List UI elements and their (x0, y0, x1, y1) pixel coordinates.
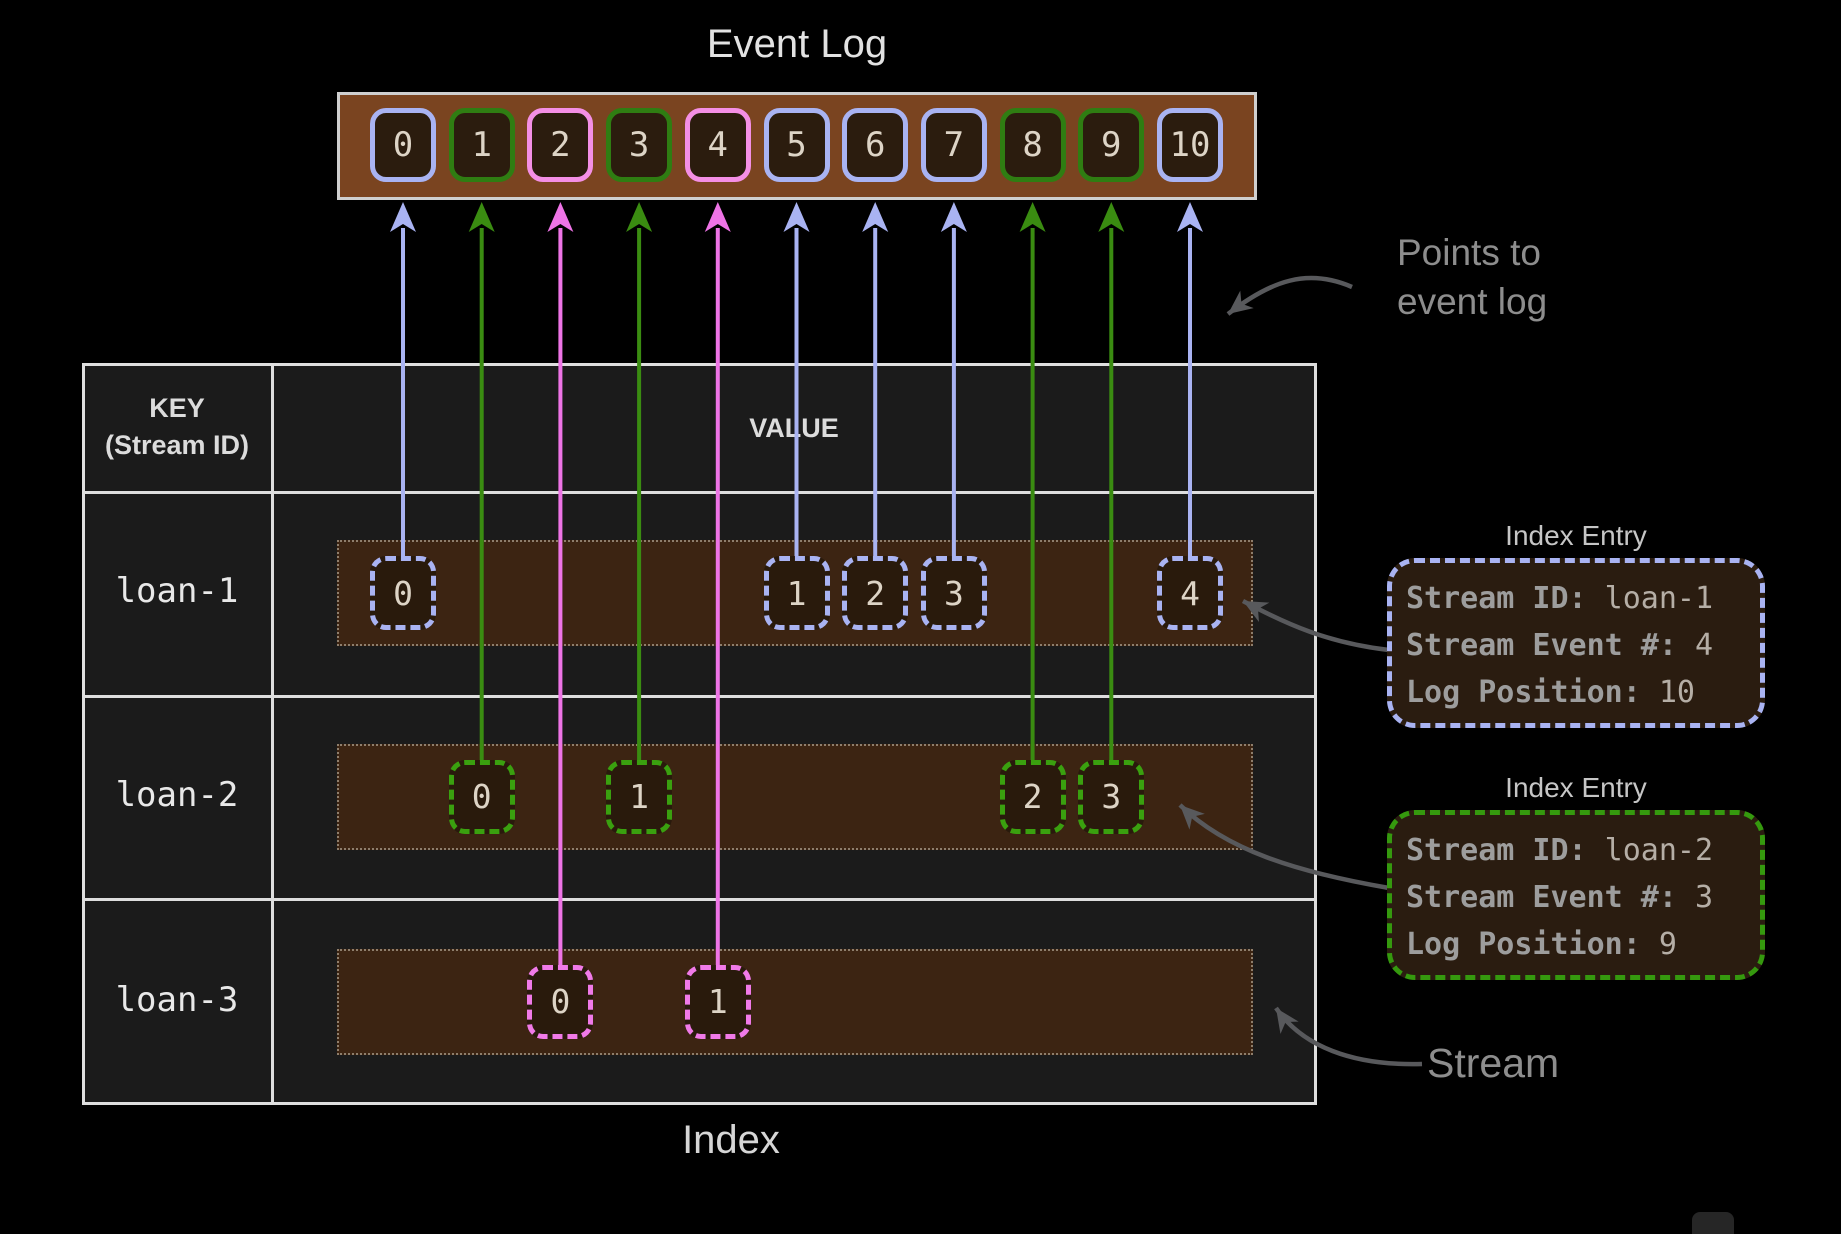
entry-field-value: 9 (1640, 927, 1677, 962)
index-cell-loan-2-3: 3 (1078, 759, 1145, 834)
index-entry-1-title: Index Entry (1505, 520, 1647, 551)
index-cell-loan-1-1: 1 (763, 556, 830, 630)
event-log-cell-value: 1 (471, 125, 492, 165)
entry-field-label: Stream Event #: (1406, 880, 1677, 915)
entry-field: Stream Event #: 4 (1406, 622, 1760, 669)
pointer-arrowhead (547, 202, 574, 232)
index-cell-loan-1-2: 2 (842, 556, 909, 630)
pointer-arrowhead (783, 202, 810, 232)
cut-off-corner-icon (1692, 1212, 1734, 1234)
entry-field: Stream Event #: 3 (1406, 874, 1760, 921)
table-row-divider (82, 695, 1317, 698)
row-key-loan-2: loan-2 (115, 774, 239, 815)
event-log-cell-value: 8 (1022, 125, 1043, 165)
index-cell-value: 1 (707, 982, 728, 1021)
event-log-cell-value: 0 (392, 125, 414, 165)
event-log-cell: 8 (999, 108, 1066, 182)
pointer-arrowhead (626, 202, 653, 232)
entry-field-value: 10 (1640, 675, 1695, 710)
pointer-arrowhead (390, 202, 416, 232)
index-cell-value: 0 (393, 573, 413, 613)
entry-field: Log Position: 9 (1406, 921, 1760, 968)
event-log-cell-value: 9 (1101, 125, 1122, 165)
event-log-cell: 2 (527, 108, 594, 182)
pointer-arrowhead (1019, 202, 1046, 232)
index-caption: Index (682, 1118, 780, 1162)
entry-field: Stream ID: loan-1 (1406, 575, 1760, 622)
event-log-cell: 4 (684, 108, 751, 182)
index-cell-loan-1-3: 3 (920, 556, 987, 630)
index-cell-value: 3 (1101, 777, 1122, 816)
event-log-cell: 3 (606, 108, 673, 182)
pointer-arrowhead (862, 202, 889, 232)
index-cell-value: 1 (629, 777, 650, 816)
table-row-divider (82, 898, 1317, 901)
entry-field: Log Position: 10 (1406, 669, 1760, 716)
index-cell-loan-2-0: 0 (448, 759, 515, 834)
index-cell-value: 2 (865, 573, 886, 613)
points-to-line1: Points to (1397, 232, 1541, 273)
index-cell-loan-3-1: 1 (684, 964, 751, 1039)
event-log-cell-value: 5 (786, 125, 807, 165)
stream-bar-loan-3 (337, 948, 1253, 1055)
entry-field-label: Log Position: (1406, 675, 1641, 710)
index-cell-value: 2 (1022, 777, 1043, 816)
entry-field-label: Stream ID: (1406, 581, 1587, 616)
stream-label: Stream (1427, 1040, 1560, 1086)
event-log-cell-value: 6 (864, 125, 886, 165)
index-cell-loan-3-0: 0 (527, 964, 594, 1039)
pointer-arrowhead (1098, 202, 1125, 232)
table-row-divider (82, 491, 1317, 494)
entry-field-value: loan-2 (1586, 833, 1714, 868)
value-column-header: VALUE (749, 413, 839, 443)
index-cell-loan-1-0: 0 (370, 556, 436, 630)
event-log-cell: 1 (448, 108, 515, 182)
pointer-arrowhead (940, 202, 967, 232)
event-log-cell-value: 10 (1169, 125, 1211, 165)
entry-field-label: Log Position: (1406, 927, 1641, 962)
key-header-line2: (Stream ID) (104, 430, 250, 460)
index-cell-value: 1 (786, 573, 807, 613)
event-log-cell: 7 (920, 108, 987, 182)
table-column-divider (271, 363, 274, 1105)
index-cell-value: 4 (1180, 573, 1200, 613)
points-to-event-log-label: Points to event log (1397, 228, 1547, 326)
event-log-cell-value: 7 (943, 125, 965, 165)
entry-field: Stream ID: loan-2 (1406, 827, 1760, 874)
event-log-cell: 5 (763, 108, 830, 182)
entry-field-label: Stream ID: (1406, 833, 1587, 868)
connector-points-to-event-log (1226, 275, 1353, 316)
key-header-line1: KEY (149, 393, 205, 423)
entry-field-label: Stream Event #: (1406, 628, 1677, 663)
index-cell-loan-1-4: 4 (1157, 556, 1223, 630)
event-log-cell-value: 3 (628, 125, 650, 165)
index-entry-2-title: Index Entry (1505, 772, 1647, 803)
entry-field-value: loan-1 (1586, 581, 1714, 616)
entry-field-value: 3 (1676, 880, 1714, 915)
event-log-cell-value: 4 (707, 125, 729, 165)
event-log-title: Event Log (706, 22, 888, 66)
pointer-arrowhead (1177, 202, 1203, 232)
event-log-cell: 9 (1078, 108, 1145, 182)
index-cell-value: 0 (550, 982, 571, 1021)
index-cell-loan-2-1: 1 (606, 759, 673, 834)
pointer-arrowhead (704, 202, 731, 232)
index-cell-loan-2-2: 2 (999, 759, 1066, 834)
event-log-cell: 6 (842, 108, 909, 182)
event-log-cell: 10 (1157, 108, 1223, 182)
event-log-cell: 0 (370, 108, 436, 182)
points-to-line2: event log (1397, 281, 1548, 322)
event-log-cell-value: 2 (550, 125, 571, 165)
index-cell-value: 0 (471, 777, 492, 816)
row-key-loan-1: loan-1 (115, 571, 239, 611)
entry-field-value: 4 (1676, 628, 1714, 663)
index-cell-value: 3 (943, 573, 964, 613)
row-key-loan-3: loan-3 (115, 979, 239, 1020)
pointer-arrowhead (468, 202, 495, 232)
key-column-header: KEY (Stream ID) (82, 390, 272, 464)
